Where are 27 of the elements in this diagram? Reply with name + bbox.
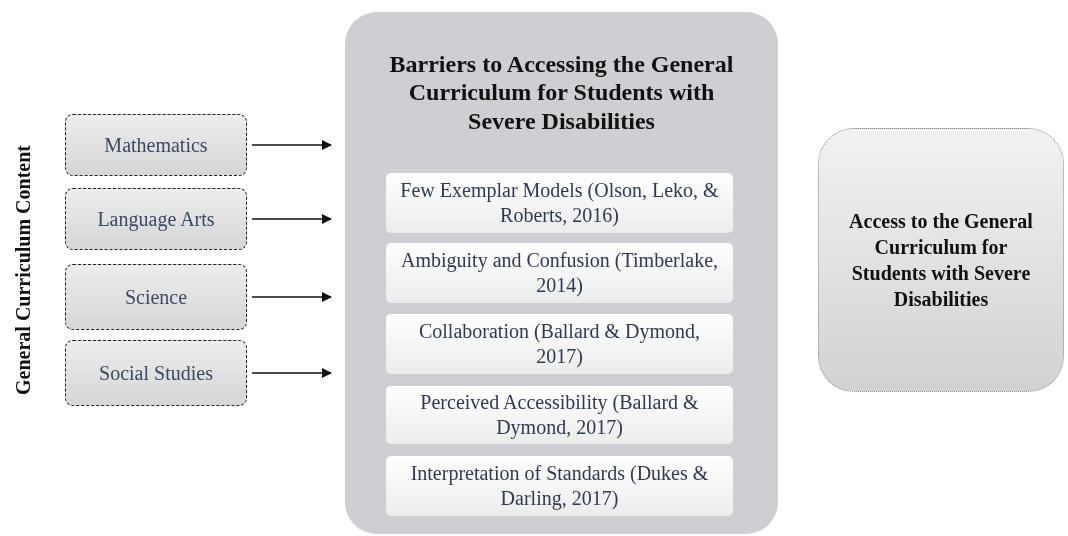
subject-box: [65, 114, 247, 176]
node-text: Science: [124, 285, 188, 309]
node-text: Language Arts: [97, 207, 215, 231]
node-text: Interpretation of Standards (Dukes & Darling, 2017): [409, 461, 710, 511]
barrier-box: [386, 243, 733, 303]
axis-label: General Curriculum Content: [11, 145, 35, 395]
barrier-box: [386, 173, 733, 233]
group-title: Barriers to Accessing the General Curriculum for Students with Severe Disabilities: [388, 50, 735, 135]
node-text: Perceived Accessibility (Ballard & Dymond, 2017): [419, 390, 700, 440]
node-text: Social Studies: [99, 361, 213, 385]
node-text: Collaboration (Ballard & Dymond, 2017): [417, 319, 702, 369]
outcome-box: [818, 128, 1064, 392]
arrow: [251, 139, 333, 151]
node-text: Few Exemplar Models (Olson, Leko, & Roberts, 2016): [399, 178, 720, 228]
barrier-box: [386, 386, 733, 444]
arrow: [251, 291, 333, 303]
subject-box: [65, 264, 247, 330]
barrier-box: [386, 456, 733, 516]
group-panel: [345, 12, 778, 534]
node-text: Mathematics: [104, 133, 208, 157]
subject-box: [65, 340, 247, 406]
subject-box: [65, 188, 247, 250]
node-text: Access to the General Curriculum for Students with Severe Disabilities: [848, 209, 1034, 312]
node-text: Ambiguity and Confusion (Timberlake, 2014): [400, 248, 719, 298]
arrow: [251, 367, 333, 379]
barrier-box: [386, 314, 733, 374]
arrow: [251, 213, 333, 225]
